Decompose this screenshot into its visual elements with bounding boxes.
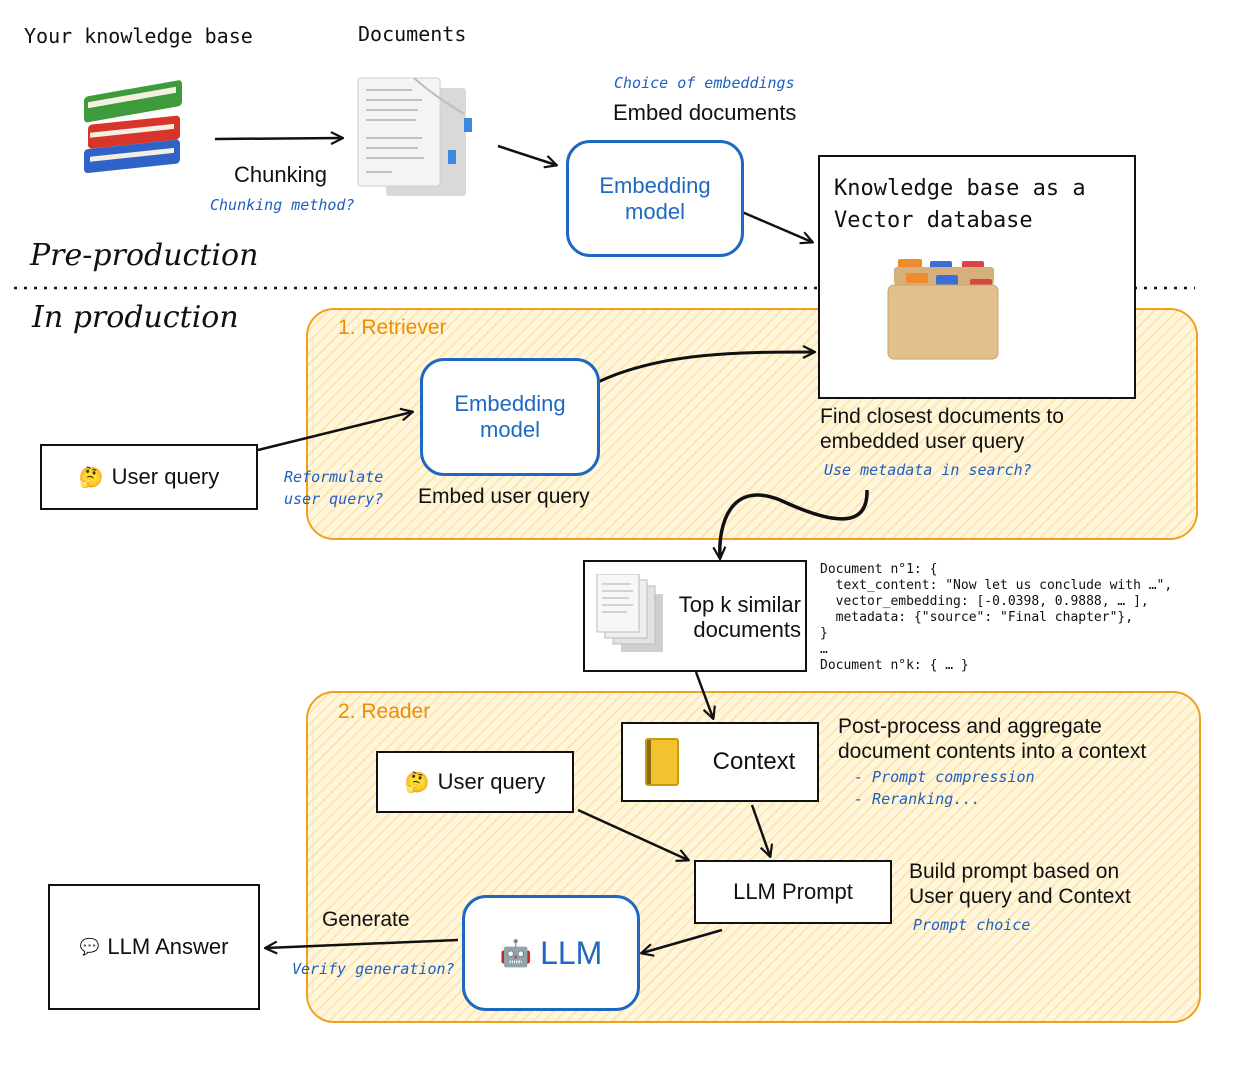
embedding-model-label-retriever: Embedding model [454,391,566,442]
arrow-embed-vdb [741,210,812,242]
reformulate-note: Reformulate user query? [284,468,384,508]
chunking-label: Chunking [234,162,327,187]
prompt-compression-note: - Prompt compression [854,768,1035,786]
chunking-method-note: Chunking method? [210,196,355,214]
documents-icon [352,74,482,200]
vector-database-title: Knowledge base as a Vector database [834,176,1086,233]
context-label: Context [712,748,796,775]
documents-title: Documents [358,22,467,46]
reader-label: 2. Reader [338,700,431,723]
user-query-label-retriever: User query [111,464,220,489]
arrow-llm-answer [266,938,459,948]
embed-user-query-label: Embed user query [418,485,590,508]
reranking-note: - Reranking... [854,790,981,808]
topk-box: Top k similar documents [583,560,807,672]
speech-bubble-icon: 💬 [79,939,100,956]
document-listing: Document n°1: { text_content: "Now let u… [820,562,1173,673]
llm-label: LLM [540,935,603,971]
arrow-query-prompt [577,808,688,860]
prompt-choice-note: Prompt choice [913,916,1031,934]
thinking-face-icon: 🤔 [404,771,430,794]
embedding-model-box-retriever: Embedding model [420,358,600,476]
notebook-icon [644,738,679,786]
knowledge-base-title: Your knowledge base [24,24,253,48]
topk-label: Top k similar documents [678,592,801,642]
embedding-model-box-top: Embedding model [566,140,744,257]
retriever-label: 1. Retriever [338,316,447,339]
vector-database-box: Knowledge base as a Vector database [818,155,1136,399]
arrow-books-docs [214,138,342,139]
arrow-embed-vdb-2 [595,352,814,385]
arrow-prompt-llm [642,928,723,953]
llm-answer-label: LLM Answer [107,934,229,959]
llm-answer-box: 💬 LLM Answer [48,884,260,1010]
pre-production-title: Pre-production [30,238,259,273]
generate-label: Generate [322,908,410,931]
arrow-vdb-topk [720,489,869,558]
embedding-model-label-top: Embedding model [599,172,711,224]
llm-prompt-label: LLM Prompt [733,879,853,904]
arrow-context-prompt [750,804,770,856]
documents-stack-icon [595,574,667,656]
llm-prompt-box: LLM Prompt [694,860,892,924]
thinking-face-icon: 🤔 [78,466,104,489]
find-closest-label: Find closest documents to embedded user … [820,405,1064,453]
user-query-box-reader: 🤔 User query [376,751,574,813]
embed-documents-label: Embed documents [613,100,797,125]
books-icon [78,78,190,188]
arrow-topk-context [694,671,713,718]
in-production-title: In production [32,300,239,335]
postprocess-label: Post-process and aggregate document cont… [838,715,1147,763]
context-box: Context [621,722,819,802]
llm-box: 🤖 LLM [462,895,640,1011]
choice-embeddings-note: Choice of embeddings [614,74,795,92]
build-prompt-label: Build prompt based on User query and Con… [909,860,1131,908]
user-query-label-reader: User query [437,769,546,794]
use-metadata-note: Use metadata in search? [824,461,1032,479]
arrow-query-embed [257,412,412,452]
robot-icon: 🤖 [499,938,533,968]
arrow-docs-embed [497,144,556,165]
file-cabinet-icon [886,253,1002,363]
user-query-box-retriever: 🤔 User query [40,444,258,510]
verify-note: Verify generation? [292,960,455,978]
